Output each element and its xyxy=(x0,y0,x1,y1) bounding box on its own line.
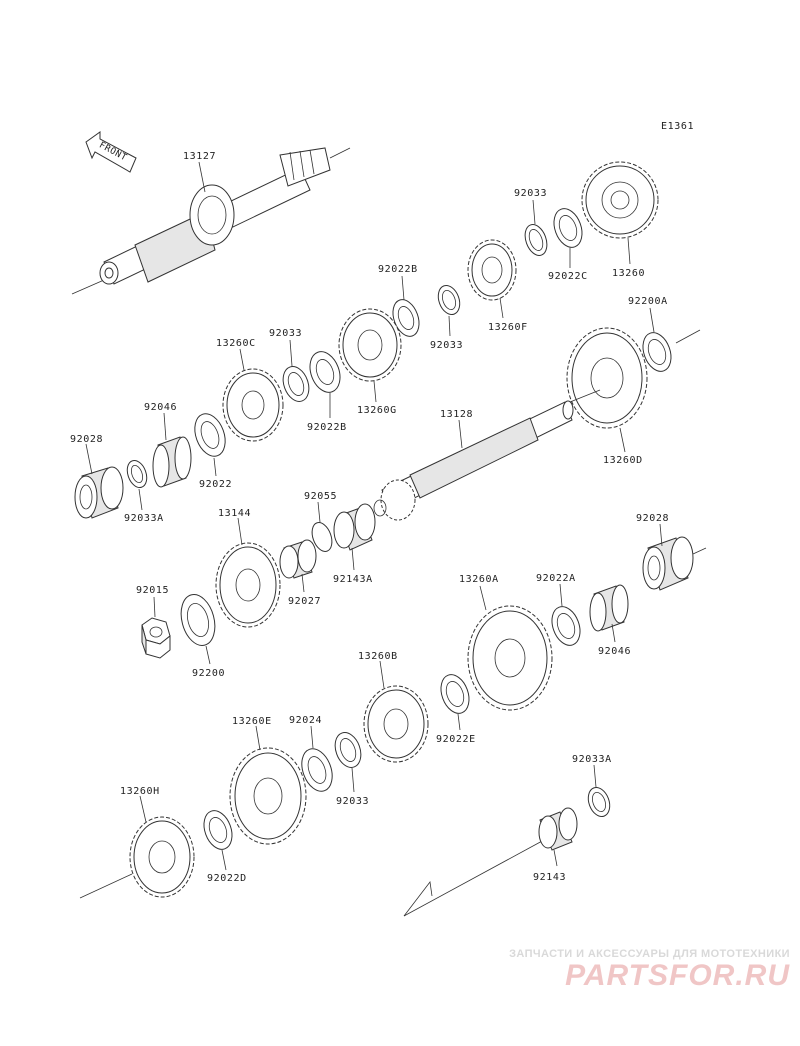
nut-92015 xyxy=(141,617,171,659)
bearing-92028-a xyxy=(74,466,124,519)
gear-13260a xyxy=(467,605,553,711)
part-label-92046-a: 92046 xyxy=(144,402,177,413)
part-label-13260f: 13260F xyxy=(488,322,528,333)
washer-92022e xyxy=(440,674,470,714)
part-label-92022e: 92022E xyxy=(436,734,476,745)
part-label-92028-b: 92028 xyxy=(636,513,669,524)
washer-92022d xyxy=(203,810,233,850)
part-label-13260: 13260 xyxy=(612,268,645,279)
part-label-92033a-a: 92033A xyxy=(124,513,164,524)
part-label-92022d: 92022D xyxy=(207,873,247,884)
bearing-92028-b xyxy=(642,536,707,591)
washer-92022c xyxy=(553,208,583,248)
washer-92200 xyxy=(180,594,216,646)
part-label-92033-a: 92033 xyxy=(514,188,547,199)
part-label-13144: 13144 xyxy=(218,508,251,519)
collar-92027 xyxy=(279,539,317,579)
washer-92022b-b xyxy=(309,351,341,393)
gear-13260h xyxy=(79,816,195,899)
part-label-92046-b: 92046 xyxy=(598,646,631,657)
washer-92022 xyxy=(194,413,226,457)
part-label-92022b-b: 92022B xyxy=(307,422,347,433)
ring-92033-c xyxy=(282,366,310,402)
ring-92033a-b xyxy=(587,786,611,818)
part-label-92143a: 92143A xyxy=(333,574,373,585)
ring-92033-a xyxy=(524,224,548,256)
washer-92022b-a xyxy=(392,299,420,337)
part-label-92200: 92200 xyxy=(192,668,225,679)
watermark-brand: PARTSFOR.RU xyxy=(565,959,790,992)
part-label-92143: 92143 xyxy=(533,872,566,883)
part-label-13260e: 13260E xyxy=(232,716,272,727)
collar-92143a xyxy=(333,503,376,551)
washer-92024 xyxy=(301,748,333,792)
part-label-92024: 92024 xyxy=(289,715,322,726)
output-shaft-13128 xyxy=(339,389,601,531)
part-label-92033-c: 92033 xyxy=(269,328,302,339)
snap-ring-92055 xyxy=(311,522,333,552)
part-label-92022: 92022 xyxy=(199,479,232,490)
washer-92022a xyxy=(551,606,581,646)
gear-13260g xyxy=(338,308,402,382)
part-label-92028-a: 92028 xyxy=(70,434,103,445)
gear-13260f xyxy=(467,239,517,301)
part-label-13260c: 13260C xyxy=(216,338,256,349)
part-label-13260a: 13260A xyxy=(459,574,499,585)
part-label-92022a: 92022A xyxy=(536,573,576,584)
bearing-92046-a xyxy=(152,436,192,488)
gear-13260b xyxy=(363,685,429,763)
gear-13260c xyxy=(222,368,284,442)
ring-92033-d xyxy=(334,732,362,768)
part-label-92022b-a: 92022B xyxy=(378,264,418,275)
part-label-92033a-b: 92033A xyxy=(572,754,612,765)
part-label-92200a: 92200A xyxy=(628,296,668,307)
part-label-13260b: 13260B xyxy=(358,651,398,662)
ring-92033-b xyxy=(437,284,461,316)
part-label-13260h: 13260H xyxy=(120,786,160,797)
part-label-13260d: 13260D xyxy=(603,455,643,466)
watermark-tagline: ЗАПЧАСТИ И АКСЕССУАРЫ ДЛЯ МОТОТЕХНИКИ xyxy=(509,948,790,960)
washer-92200a xyxy=(642,332,672,372)
part-label-92033-d: 92033 xyxy=(336,796,369,807)
front-arrow-icon: FRONT xyxy=(85,131,137,173)
bearing-92046-b xyxy=(589,584,629,632)
part-label-92015: 92015 xyxy=(136,585,169,596)
gear-13260 xyxy=(581,161,659,239)
part-label-92022c: 92022C xyxy=(548,271,588,282)
part-label-13260g: 13260G xyxy=(357,405,397,416)
ring-92033a-a xyxy=(126,459,148,489)
input-shaft-13127 xyxy=(71,147,351,295)
part-label-13127: 13127 xyxy=(183,151,216,162)
part-label-92055: 92055 xyxy=(304,491,337,502)
part-label-92033-b: 92033 xyxy=(430,340,463,351)
watermark: ЗАПЧАСТИ И АКСЕССУАРЫ ДЛЯ МОТОТЕХНИКИ PA… xyxy=(480,948,790,992)
collar-92143 xyxy=(403,807,578,917)
gear-13260e xyxy=(229,747,307,845)
diagram-code: E1361 xyxy=(661,121,694,132)
sprocket-13144 xyxy=(215,542,281,628)
part-label-13128: 13128 xyxy=(440,409,473,420)
gear-13260d xyxy=(566,327,648,429)
part-label-92027: 92027 xyxy=(288,596,321,607)
